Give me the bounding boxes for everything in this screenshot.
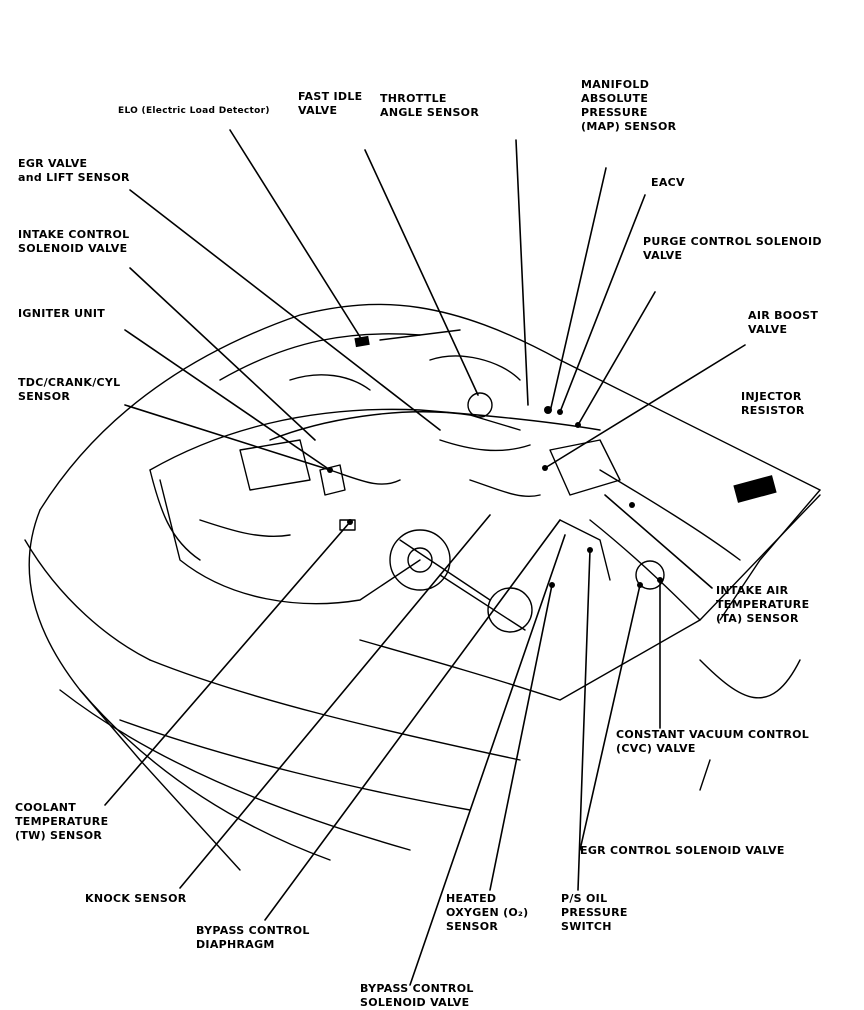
label-coolant-temperature-sensor: COOLANT TEMPERATURE (TW) SENSOR bbox=[15, 801, 109, 842]
leader-throttle bbox=[364, 149, 479, 396]
leader-air-boost bbox=[544, 344, 746, 469]
leader-intake-air bbox=[604, 494, 713, 589]
hose-2 bbox=[439, 439, 531, 452]
leader-o2 bbox=[489, 584, 553, 891]
label-purge-control-solenoid-valve: PURGE CONTROL SOLENOID VALVE bbox=[643, 235, 822, 262]
label-injector-resistor: INJECTOR RESISTOR bbox=[741, 390, 805, 417]
hose-1 bbox=[329, 469, 401, 485]
leader-tdc bbox=[124, 404, 331, 471]
label-bypass-control-diaphragm: BYPASS CONTROL DIAPHRAGM bbox=[196, 924, 310, 951]
body-right bbox=[719, 489, 821, 621]
air-box bbox=[549, 439, 621, 496]
leader-igniter bbox=[124, 329, 331, 471]
injector-resistor-box bbox=[733, 475, 777, 503]
misc-line-6 bbox=[559, 519, 611, 581]
misc-line-2 bbox=[699, 759, 711, 791]
leader-egr-valve bbox=[129, 189, 441, 431]
alt-pulley bbox=[487, 587, 533, 633]
intake-plenum bbox=[269, 411, 521, 441]
leader-bypass-diaphragm bbox=[264, 519, 561, 921]
battery-box bbox=[239, 439, 311, 491]
label-cvc-valve: CONSTANT VACUUM CONTROL (CVC) VALVE bbox=[616, 728, 810, 755]
label-bypass-control-solenoid-valve: BYPASS CONTROL SOLENOID VALVE bbox=[360, 982, 474, 1009]
hood-outline bbox=[39, 303, 821, 511]
elo-box bbox=[354, 335, 370, 348]
leader-fast-idle bbox=[549, 167, 607, 413]
misc-line-4 bbox=[429, 355, 521, 381]
hose-3 bbox=[469, 479, 541, 497]
leader-eacv bbox=[559, 194, 646, 413]
bumper-edge bbox=[79, 689, 241, 871]
left-tower bbox=[149, 469, 201, 561]
label-intake-control-solenoid: INTAKE CONTROL SOLENOID VALVE bbox=[18, 228, 130, 255]
label-air-boost-valve: AIR BOOST VALVE bbox=[748, 309, 819, 336]
leader-knock bbox=[179, 514, 491, 889]
right-wheelwell bbox=[589, 519, 701, 621]
label-igniter-unit: IGNITER UNIT bbox=[18, 307, 106, 320]
label-fast-idle-valve: FAST IDLE VALVE bbox=[298, 90, 363, 117]
label-ps-oil-pressure-switch: P/S OIL PRESSURE SWITCH bbox=[561, 892, 628, 933]
firewall bbox=[359, 494, 821, 701]
misc-line-7 bbox=[199, 519, 291, 538]
pulley bbox=[389, 529, 451, 591]
pulley-inner bbox=[407, 547, 433, 573]
sensor-tdc bbox=[319, 464, 346, 496]
misc-line-5 bbox=[289, 374, 371, 391]
engine-top bbox=[149, 408, 601, 471]
label-egr-valve: EGR VALVE and LIFT SENSOR bbox=[18, 157, 130, 184]
leader-intake-ctrl bbox=[129, 267, 316, 441]
label-map-sensor: MANIFOLD ABSOLUTE PRESSURE (MAP) SENSOR bbox=[581, 78, 677, 133]
label-egr-control-solenoid-valve: EGR CONTROL SOLENOID VALVE bbox=[580, 844, 785, 857]
leader-ps-oil bbox=[577, 549, 591, 891]
leader-coolant bbox=[104, 521, 351, 806]
engine-block bbox=[159, 479, 421, 605]
label-heated-oxygen-sensor: HEATED OXYGEN (O₂) SENSOR bbox=[446, 892, 529, 933]
leader-map bbox=[515, 139, 529, 406]
belt-2 bbox=[439, 574, 526, 631]
bumper-lower bbox=[59, 689, 411, 851]
misc-line-1 bbox=[699, 659, 801, 699]
misc-line-3 bbox=[379, 329, 461, 341]
label-throttle-angle-sensor: THROTTLE ANGLE SENSOR bbox=[380, 92, 480, 119]
label-intake-air-temperature-sensor: INTAKE AIR TEMPERATURE (TA) SENSOR bbox=[716, 584, 810, 625]
leader-egr-sol bbox=[579, 584, 641, 851]
label-knock-sensor: KNOCK SENSOR bbox=[85, 892, 187, 905]
throttle-body bbox=[467, 392, 493, 418]
leader-lines bbox=[104, 129, 746, 986]
ta-sensor-dot bbox=[629, 502, 635, 508]
bumper-front bbox=[24, 539, 151, 661]
label-eacv: EACV bbox=[651, 176, 685, 189]
windshield-left bbox=[219, 333, 421, 381]
label-tdc-crank-cyl-sensor: TDC/CRANK/CYL SENSOR bbox=[18, 376, 121, 403]
leader-purge bbox=[577, 291, 656, 426]
label-elo: ELO (Electric Load Detector) bbox=[118, 106, 270, 116]
leader-bypass-sol bbox=[409, 534, 566, 986]
grille-line bbox=[149, 659, 521, 761]
leader-elo bbox=[229, 129, 363, 341]
